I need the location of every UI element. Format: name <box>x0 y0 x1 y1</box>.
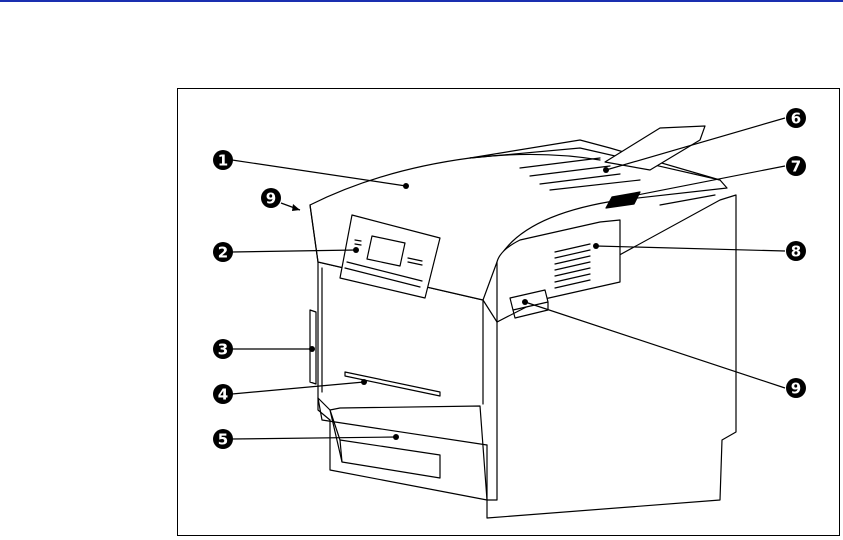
callout-7: 7 <box>786 156 806 176</box>
callout-9-right: 9 <box>786 378 806 398</box>
callout-6-number: 6 <box>791 110 801 128</box>
callout-3-number: 3 <box>218 341 228 359</box>
callout-8: 8 <box>786 241 806 261</box>
printer-body <box>310 126 736 518</box>
callout-9-right-number: 9 <box>791 380 801 398</box>
callout-5: 5 <box>213 429 233 449</box>
callout-8-number: 8 <box>791 243 801 261</box>
callout-2: 2 <box>213 242 233 262</box>
callout-9-left-number: 9 <box>266 190 276 208</box>
callout-6: 6 <box>786 108 806 128</box>
callout-4-number: 4 <box>218 386 228 404</box>
callout-5-number: 5 <box>218 431 228 449</box>
callout-9-left: 9 <box>261 188 281 208</box>
callout-2-number: 2 <box>218 244 228 262</box>
callout-4: 4 <box>213 384 233 404</box>
callout-3: 3 <box>213 339 233 359</box>
callout-1-number: 1 <box>218 152 228 170</box>
callout-7-number: 7 <box>791 158 801 176</box>
callout-1: 1 <box>213 150 233 170</box>
